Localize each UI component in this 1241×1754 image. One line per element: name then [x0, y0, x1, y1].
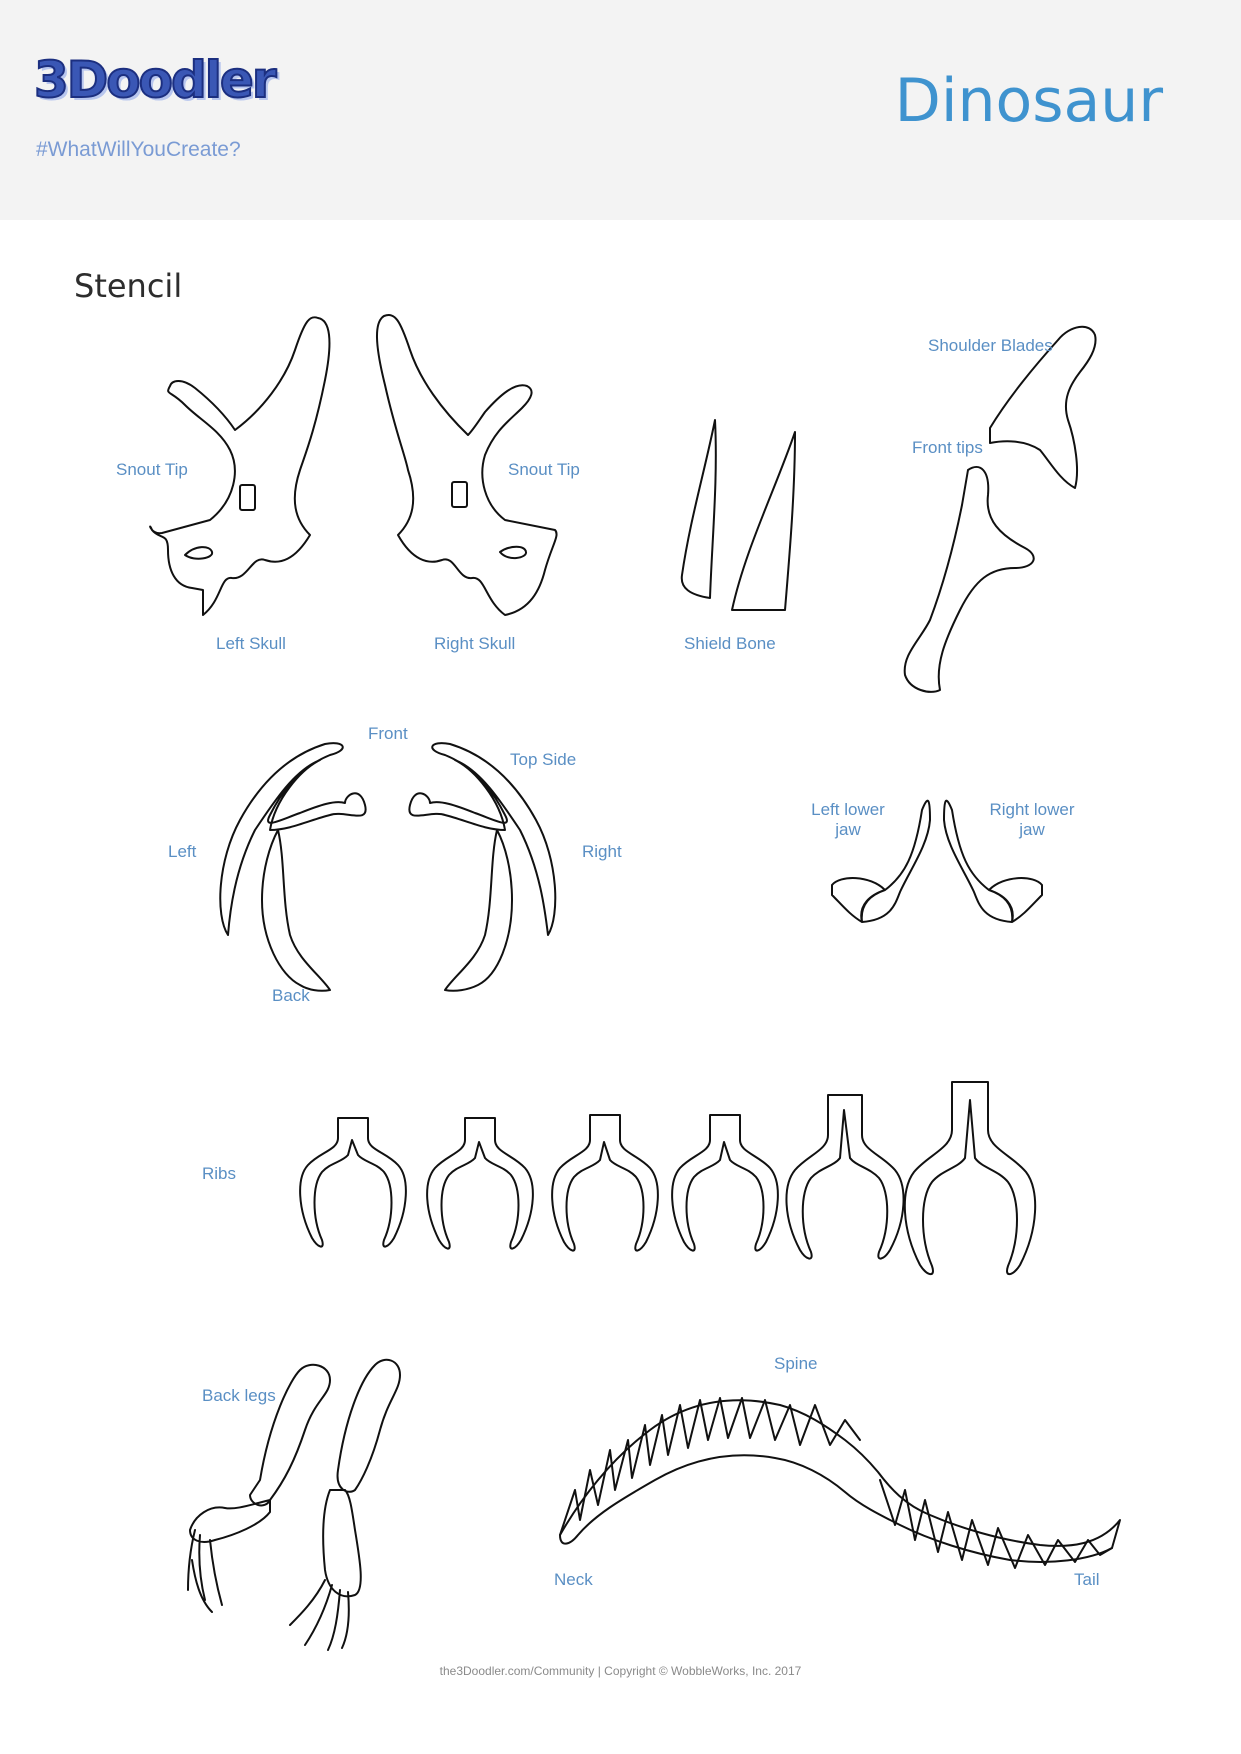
left-lower-jaw — [831, 799, 931, 923]
spine-tail-spikes — [879, 1479, 1113, 1569]
label-tail: Tail — [1074, 1570, 1100, 1589]
back-leg-left — [187, 1363, 331, 1613]
frill-right — [408, 742, 557, 936]
label-spine: Spine — [774, 1354, 818, 1373]
right-skull-eye — [451, 481, 468, 508]
frill-right-arm — [444, 829, 513, 992]
back-leg-right — [289, 1358, 401, 1651]
frill-left-arm — [261, 829, 331, 992]
left-skull-hole — [184, 546, 214, 560]
label-back: Back — [272, 986, 310, 1005]
rib-2 — [426, 1117, 534, 1250]
right-skull-outline — [376, 314, 558, 616]
label-ribs: Ribs — [202, 1164, 237, 1183]
label-left: Left — [168, 842, 197, 861]
footer-copyright: the3Doodler.com/Community | Copyright © … — [439, 1664, 802, 1678]
header-bar: 3Doodler #WhatWillYouCreate? Dinosaur — [0, 0, 1241, 220]
label-shoulder-blades: Shoulder Blades — [928, 336, 1053, 355]
section-title: Stencil — [74, 267, 183, 305]
rib-1 — [299, 1117, 407, 1248]
label-left-skull: Left Skull — [216, 634, 286, 653]
brand-logo: 3Doodler — [33, 51, 277, 109]
spine-outline — [559, 1399, 1121, 1563]
label-top-side: Top Side — [510, 750, 577, 769]
frill-left — [219, 742, 367, 936]
label-snout-tip-left: Snout Tip — [116, 460, 188, 479]
label-front: Front — [368, 724, 408, 743]
label-right-skull: Right Skull — [434, 634, 516, 653]
ribs-group — [299, 1081, 1037, 1276]
rib-6 — [903, 1081, 1037, 1276]
tagline: #WhatWillYouCreate? — [36, 138, 241, 161]
shoulder-blade-lower — [903, 466, 1035, 693]
label-snout-tip-right: Snout Tip — [508, 460, 580, 479]
label-left-lower-jaw: Left lower jaw — [811, 800, 885, 839]
right-skull-hole — [499, 545, 527, 559]
right-lower-jaw — [943, 799, 1043, 923]
shoulder-blade-upper — [989, 325, 1097, 489]
shield-bone-right — [731, 431, 796, 611]
spine-neck-spikes — [559, 1397, 861, 1536]
label-neck: Neck — [554, 1570, 593, 1589]
left-skull-outline — [149, 316, 331, 616]
label-shield-bone: Shield Bone — [684, 634, 776, 653]
label-right: Right — [582, 842, 622, 861]
label-back-legs: Back legs — [202, 1386, 276, 1405]
logo-text: 3Doodler — [33, 51, 277, 109]
label-front-tips: Front tips — [912, 438, 983, 457]
left-skull-eye — [239, 484, 256, 511]
shield-bone-left — [680, 419, 717, 599]
page-title: Dinosaur — [894, 66, 1163, 136]
rib-5 — [785, 1094, 905, 1260]
label-right-lower-jaw: Right lower jaw — [989, 800, 1075, 839]
rib-3 — [551, 1114, 659, 1252]
rib-4 — [671, 1114, 779, 1252]
